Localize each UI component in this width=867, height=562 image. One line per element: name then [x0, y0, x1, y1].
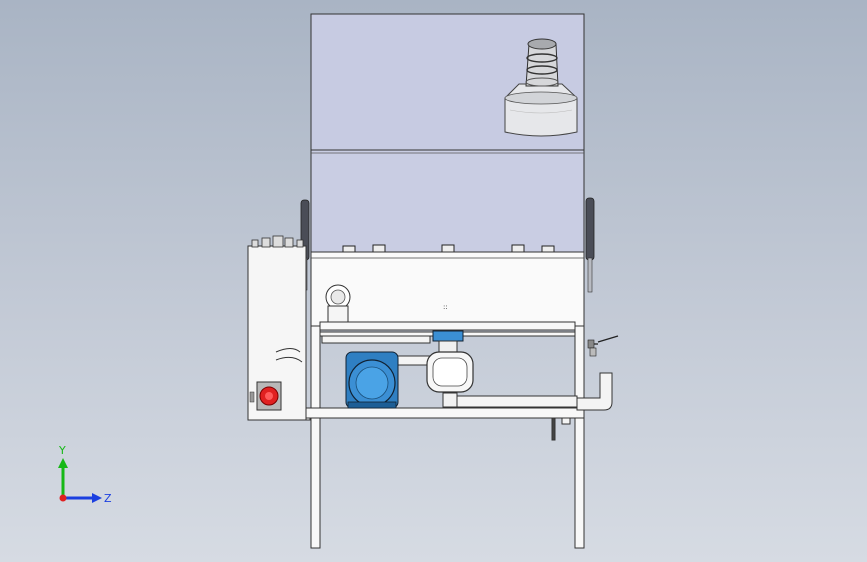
pump-housing	[426, 330, 474, 408]
triad-y-arrow	[58, 458, 68, 468]
leg-right	[574, 321, 585, 549]
emergency-stop-button	[256, 381, 282, 411]
gas-strut-right	[585, 197, 595, 293]
main-body	[310, 251, 585, 327]
triad-z-arrow	[92, 493, 102, 503]
triad-z-label: Z	[104, 492, 112, 505]
triad-y-label: Y	[58, 444, 66, 457]
electric-motor	[345, 351, 399, 409]
hood-lower-panel	[310, 149, 585, 253]
exhaust-vent	[504, 38, 578, 137]
svg-text:::: ::	[443, 303, 448, 311]
leg-left	[310, 321, 321, 549]
outlet-valve	[587, 335, 619, 357]
triad-origin	[59, 494, 67, 502]
orientation-triad[interactable]: Y Z	[44, 440, 124, 520]
